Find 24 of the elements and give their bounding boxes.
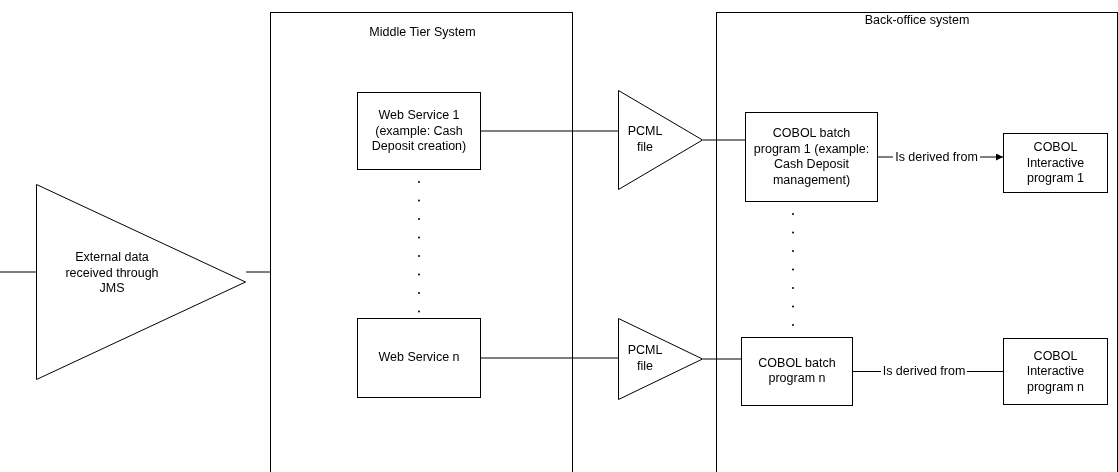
process-box <box>1003 338 1108 405</box>
shape-label: PCML file <box>626 124 664 156</box>
box-label: Web Service n <box>377 350 461 366</box>
system-panel <box>270 12 573 472</box>
connector-line <box>480 357 619 359</box>
connector-line <box>702 139 746 141</box>
shape-label: PCML file <box>626 343 664 375</box>
box-label: COBOL Interactive program n <box>1025 348 1086 395</box>
connector-line <box>480 130 619 132</box>
process-box <box>1003 133 1108 193</box>
shape-label: External data received through JMS <box>64 250 160 297</box>
process-box <box>357 92 481 170</box>
panel-title: Back-office system <box>863 13 971 29</box>
connector-line <box>0 271 37 273</box>
process-box <box>357 318 481 398</box>
box-label: Web Service 1 (example: Cash Deposit creation) <box>370 107 468 155</box>
process-box <box>741 337 853 406</box>
panel-title: Middle Tier System <box>368 25 477 41</box>
connector-line <box>245 271 271 273</box>
box-label: COBOL batch program n <box>757 355 837 388</box>
box-label: COBOL batch program 1 (example: Cash Deposit management) <box>752 125 871 189</box>
connector-line <box>702 358 742 360</box>
box-label: COBOL Interactive program 1 <box>1025 139 1086 187</box>
process-box <box>745 112 878 202</box>
